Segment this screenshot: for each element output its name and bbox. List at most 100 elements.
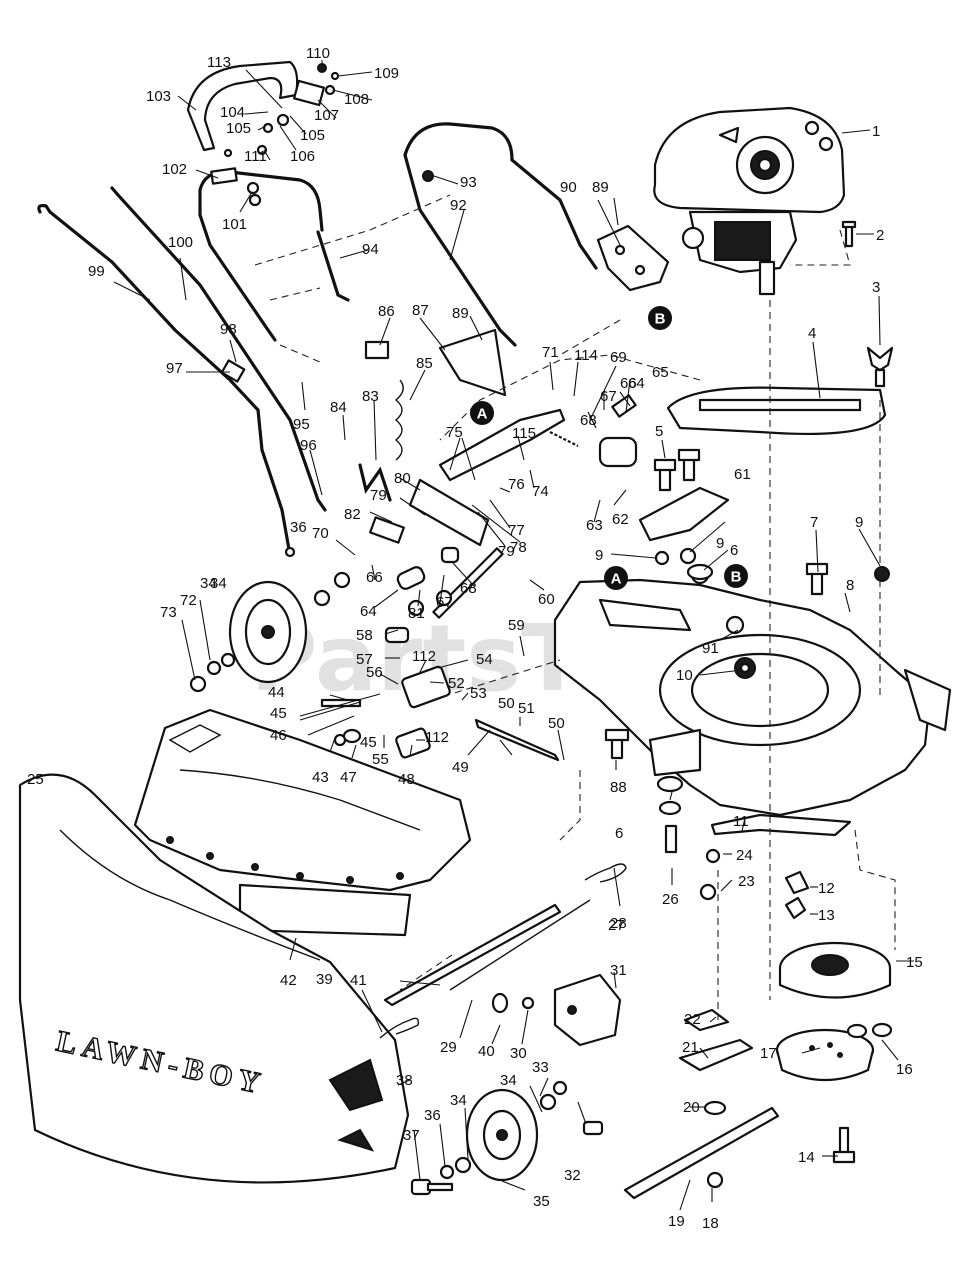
engine	[653, 106, 846, 296]
part-callout-85: 85	[416, 355, 433, 372]
callout-labels: 1234567899961011121314151617181920212223…	[27, 45, 923, 1232]
part-callout-112: 112	[425, 729, 449, 746]
part-callout-64: 64	[628, 375, 645, 392]
engine-bolts	[841, 220, 894, 388]
part-callout-4: 4	[808, 325, 816, 342]
part-callout-65: 65	[652, 364, 669, 381]
part-callout-99: 99	[88, 263, 105, 280]
part-callout-79: 79	[370, 487, 387, 504]
reference-badge-b-deck: B	[724, 564, 748, 588]
part-callout-8: 8	[846, 577, 854, 594]
part-callout-60: 60	[538, 591, 555, 608]
part-callout-43: 43	[312, 769, 329, 786]
part-callout-108: 108	[344, 91, 369, 108]
part-callout-35: 35	[533, 1193, 550, 1210]
part-callout-6: 6	[730, 542, 738, 559]
blade-assembly	[623, 870, 893, 1200]
part-callout-113: 113	[207, 54, 231, 71]
reference-badge-b-engine: B	[648, 306, 672, 330]
reference-badge-a-deck: A	[604, 566, 628, 590]
part-callout-81: 81	[408, 605, 425, 622]
part-callout-28: 28	[610, 915, 627, 932]
catcher-frame	[133, 708, 472, 937]
spring-39	[379, 1017, 420, 1039]
height-adjuster	[320, 394, 638, 759]
part-callout-9: 9	[595, 547, 603, 564]
part-callout-73: 73	[160, 604, 177, 621]
part-callout-86: 86	[378, 303, 395, 320]
part-callout-40: 40	[478, 1043, 495, 1060]
part-callout-22: 22	[684, 1011, 701, 1028]
part-callout-66: 66	[620, 375, 637, 392]
part-callout-2: 2	[876, 227, 884, 244]
part-callout-36: 36	[424, 1107, 441, 1124]
part-callout-6: 6	[615, 825, 623, 842]
svg-text:A: A	[611, 571, 622, 588]
part-callout-98: 98	[220, 321, 237, 338]
part-callout-95: 95	[293, 416, 310, 433]
part-callout-57: 57	[356, 651, 373, 668]
part-callout-71: 71	[542, 344, 559, 361]
torsion-spring	[358, 463, 392, 502]
part-callout-67: 67	[436, 594, 453, 611]
part-callout-15: 15	[906, 954, 923, 971]
spring	[394, 379, 404, 461]
part-callout-82: 82	[344, 506, 361, 523]
deck-bracket	[638, 486, 730, 542]
part-callout-87: 87	[412, 302, 429, 319]
hinge-rod	[449, 899, 591, 991]
part-callout-109: 109	[374, 65, 399, 82]
part-callout-112: 112	[412, 648, 436, 665]
part-callout-72: 72	[180, 592, 197, 609]
control-bracket	[596, 224, 670, 292]
part-callout-29: 29	[440, 1039, 457, 1056]
part-callout-50: 50	[548, 715, 565, 732]
svg-text:B: B	[731, 569, 742, 586]
part-callout-68: 68	[460, 580, 477, 597]
part-callout-24: 24	[736, 847, 753, 864]
part-callout-3: 3	[872, 279, 880, 296]
part-callout-83: 83	[362, 388, 379, 405]
mower-deck	[553, 565, 952, 817]
part-callout-88: 88	[610, 779, 627, 796]
part-callout-76: 76	[508, 476, 525, 493]
part-callout-89: 89	[452, 305, 469, 322]
part-callout-9: 9	[855, 514, 863, 531]
part-callout-110: 110	[306, 45, 330, 62]
part-callout-75: 75	[446, 424, 463, 441]
part-callout-49: 49	[452, 759, 469, 776]
part-callout-77: 77	[508, 522, 525, 539]
rear-wheel-upper	[189, 571, 351, 693]
upper-handle-assembly	[186, 60, 350, 342]
part-callout-13: 13	[818, 907, 835, 924]
part-callout-78: 78	[510, 539, 527, 556]
part-callout-19: 19	[668, 1213, 685, 1230]
part-callout-79: 79	[498, 543, 515, 560]
part-callout-36: 36	[290, 519, 307, 536]
part-callout-16: 16	[896, 1061, 913, 1078]
part-callout-96: 96	[300, 437, 317, 454]
part-callout-23: 23	[738, 873, 755, 890]
hinge-plate	[383, 903, 562, 1007]
part-callout-53: 53	[470, 685, 487, 702]
part-callout-21: 21	[682, 1039, 699, 1056]
part-callout-34: 34	[450, 1092, 467, 1109]
assembly-lines	[254, 194, 896, 1020]
part-callout-104: 104	[220, 104, 245, 121]
part-callout-92: 92	[450, 197, 467, 214]
part-callout-54: 54	[476, 651, 493, 668]
grass-bag: LAWN-BOY	[18, 773, 410, 1184]
part-callout-45: 45	[360, 734, 377, 751]
part-callout-34: 34	[200, 575, 217, 592]
part-callout-74: 74	[532, 483, 549, 500]
part-callout-26: 26	[662, 891, 679, 908]
part-callout-34: 34	[210, 575, 227, 592]
part-callout-1: 1	[872, 123, 880, 140]
part-callout-52: 52	[448, 675, 465, 692]
part-callout-51: 51	[518, 700, 535, 717]
part-callout-14: 14	[798, 1149, 815, 1166]
part-callout-30: 30	[510, 1045, 527, 1062]
part-callout-84: 84	[330, 399, 347, 416]
spring-28	[584, 863, 627, 883]
